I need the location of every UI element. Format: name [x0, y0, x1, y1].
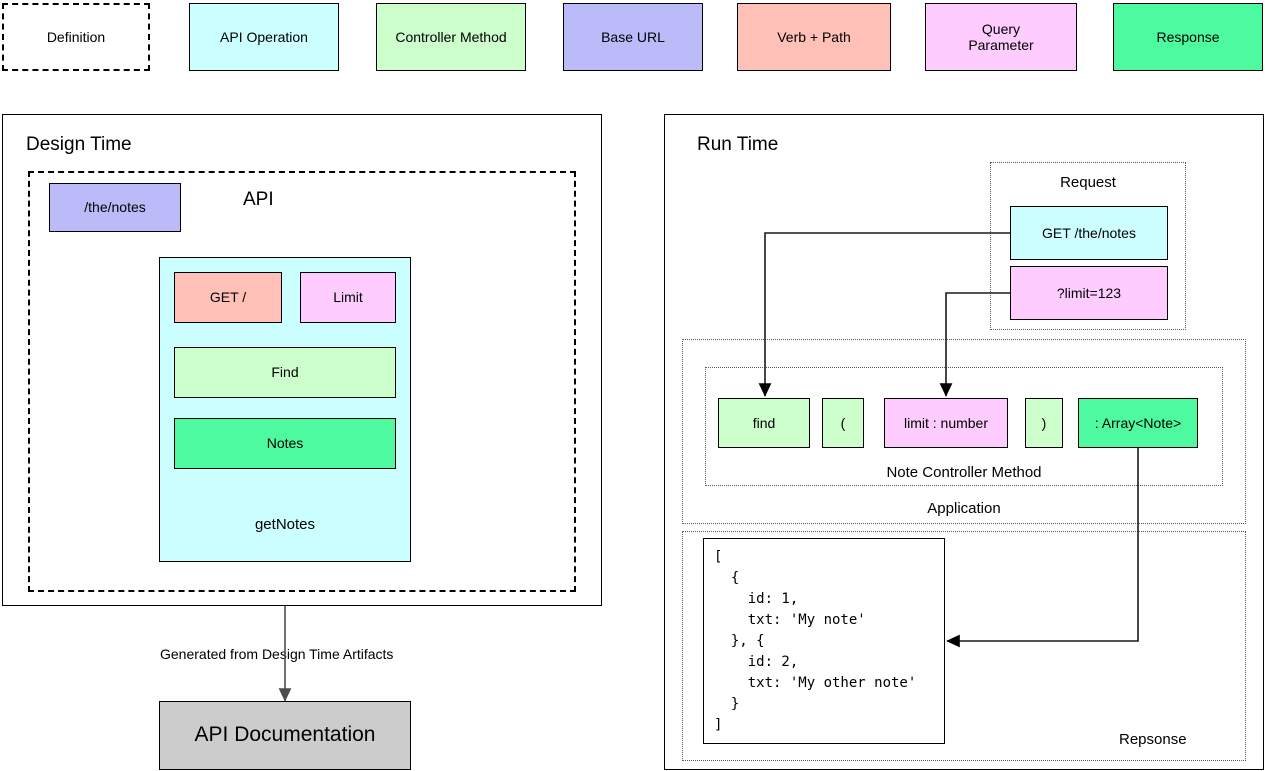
- legend-label-verb-path: Verb + Path: [777, 28, 851, 45]
- design-controller-method-box: Find: [174, 347, 396, 398]
- base-url-box: /the/notes: [49, 183, 181, 232]
- base-url-box-label: /the/notes: [84, 199, 146, 216]
- note-controller-method-label: Note Controller Method: [886, 464, 1042, 481]
- controller-token-open-paren-label: (: [840, 414, 846, 431]
- api-documentation-label: API Documentation: [194, 723, 376, 747]
- design-response-label: Notes: [266, 435, 304, 452]
- design-query-param-box: Limit: [300, 272, 396, 323]
- legend-item-base-url: Base URL: [563, 3, 703, 71]
- design-verb-path-box: GET /: [174, 272, 282, 323]
- design-controller-method-label: Find: [271, 364, 299, 381]
- design-response-box: Notes: [174, 418, 396, 469]
- legend-label-api-operation: API Operation: [220, 28, 308, 45]
- legend-item-definition: Definition: [2, 3, 150, 71]
- application-group-label: Application: [927, 500, 1001, 517]
- legend-item-response: Response: [1113, 3, 1263, 71]
- design-query-param-label: Limit: [333, 289, 363, 306]
- design-time-title: Design Time: [26, 134, 132, 155]
- controller-token-close-paren: ): [1025, 398, 1063, 448]
- controller-token-limit-number: limit : number: [884, 398, 1008, 448]
- legend-label-response: Response: [1156, 28, 1220, 45]
- request-url-box: GET /the/notes: [1010, 206, 1168, 260]
- request-query-box: ?limit=123: [1010, 266, 1168, 320]
- controller-token-close-paren-label: ): [1041, 414, 1047, 431]
- controller-token-array-note-label: : Array<Note>: [1094, 414, 1182, 431]
- controller-token-find: find: [718, 398, 810, 448]
- design-time-definition-frame: [28, 171, 576, 592]
- legend-label-controller-method: Controller Method: [395, 28, 507, 45]
- generated-from-caption: Generated from Design Time Artifacts: [160, 646, 394, 662]
- response-group-label: Repsonse: [1119, 731, 1187, 748]
- legend-item-api-operation: API Operation: [189, 3, 339, 71]
- response-code-block: [ { id: 1, txt: 'My note' }, { id: 2, tx…: [703, 538, 945, 744]
- request-group-label: Request: [1060, 174, 1116, 191]
- design-verb-path-label: GET /: [209, 289, 247, 306]
- request-url-label: GET /the/notes: [1042, 224, 1136, 241]
- legend-item-query-parameter: Query Parameter: [925, 3, 1077, 71]
- controller-token-limit-number-label: limit : number: [903, 414, 989, 431]
- api-documentation-box: API Documentation: [159, 701, 411, 770]
- legend-label-query-parameter: Query Parameter: [968, 20, 1034, 53]
- request-query-label: ?limit=123: [1056, 284, 1122, 301]
- legend-item-controller-method: Controller Method: [376, 3, 526, 71]
- legend-label-base-url: Base URL: [601, 28, 665, 45]
- api-label: API: [243, 189, 274, 210]
- controller-token-find-label: find: [752, 414, 776, 431]
- controller-token-array-note: : Array<Note>: [1078, 398, 1198, 448]
- controller-token-open-paren: (: [822, 398, 864, 448]
- legend-item-verb-path: Verb + Path: [737, 3, 891, 71]
- run-time-title: Run Time: [697, 134, 779, 155]
- legend-label-definition: Definition: [46, 28, 106, 45]
- api-operation-footer-label: getNotes: [254, 516, 316, 533]
